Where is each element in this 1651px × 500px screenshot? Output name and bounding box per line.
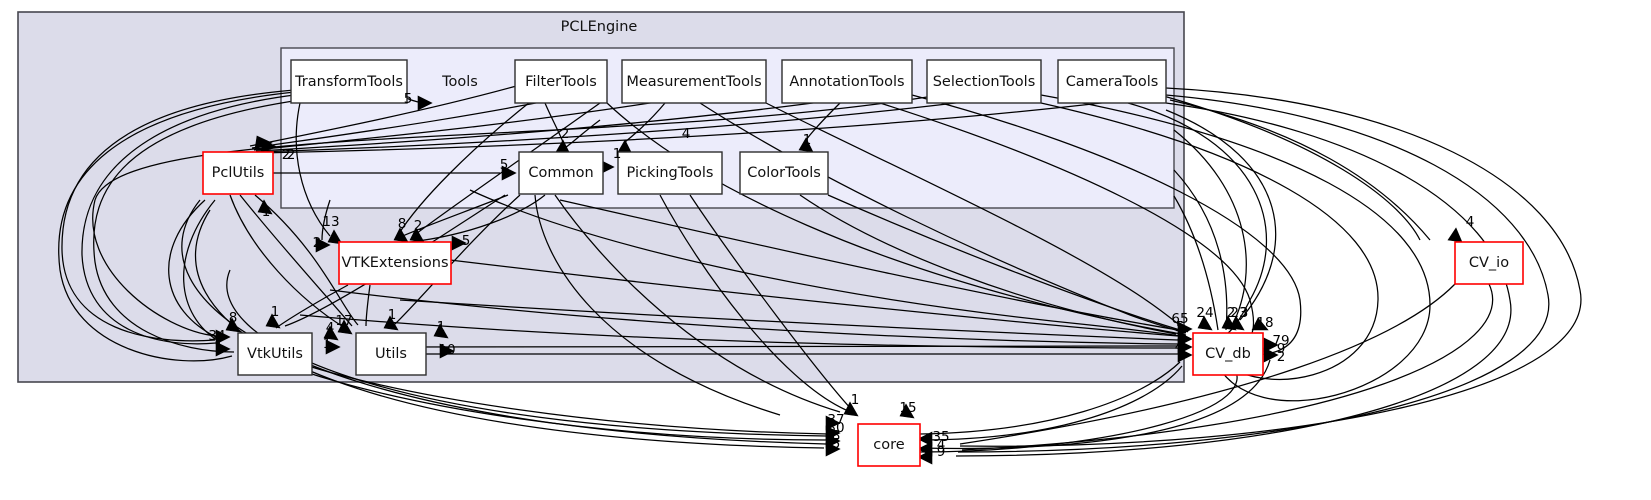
edge-weight-label: 4 bbox=[1466, 214, 1475, 230]
node-label-PclUtils: PclUtils bbox=[212, 165, 265, 181]
node-core[interactable]: core bbox=[857, 423, 921, 467]
node-PclUtils[interactable]: PclUtils bbox=[202, 151, 274, 195]
edge-weight-label: 1 bbox=[803, 132, 812, 148]
node-label-ColorTools: ColorTools bbox=[747, 165, 821, 181]
edge-weight-label: 79 bbox=[1272, 333, 1289, 349]
node-label-FilterTools: FilterTools bbox=[525, 74, 597, 90]
node-CV_db[interactable]: CV_db bbox=[1192, 332, 1264, 376]
edge-weight-label: 9 bbox=[1277, 341, 1286, 357]
node-Common[interactable]: Common bbox=[518, 151, 604, 195]
edge-weight-label: 4 bbox=[937, 437, 946, 453]
edge-weight-label: 2 bbox=[414, 218, 423, 234]
node-TransformTools[interactable]: TransformTools bbox=[290, 59, 408, 104]
edge-weight-label: 30 bbox=[827, 420, 844, 436]
arrowheads bbox=[215, 95, 1463, 465]
edge-weight-label: 5 bbox=[1176, 319, 1185, 335]
edge-weight-label: 5 bbox=[404, 91, 413, 107]
edge-weight-label: 5 bbox=[462, 233, 471, 249]
edge-weight-label: 37 bbox=[827, 412, 844, 428]
node-label-CV_db: CV_db bbox=[1205, 346, 1251, 362]
node-label-MeasurementTools: MeasurementTools bbox=[626, 74, 761, 90]
edge-weight-label: 23 bbox=[1230, 305, 1247, 321]
edge-weight-label: 4 bbox=[326, 320, 335, 336]
node-MeasurementTools[interactable]: MeasurementTools bbox=[621, 59, 767, 104]
edge-weight-label: 65 bbox=[1171, 311, 1188, 327]
node-PickingTools[interactable]: PickingTools bbox=[617, 151, 723, 195]
edge-weight-label: 1 bbox=[271, 304, 280, 320]
edge-weight-label: 1 bbox=[262, 204, 271, 220]
node-Utils[interactable]: Utils bbox=[355, 332, 427, 376]
edge-weight-label: 10 bbox=[438, 342, 455, 358]
cluster-label-tools: Tools bbox=[441, 74, 478, 90]
node-label-VTKExtensions: VTKExtensions bbox=[341, 255, 448, 271]
node-SelectionTools[interactable]: SelectionTools bbox=[926, 59, 1042, 104]
node-label-Utils: Utils bbox=[375, 346, 407, 362]
edge-weight-label: 5 bbox=[832, 436, 841, 452]
edge-weight-label: 8 bbox=[398, 216, 407, 232]
edge-weight-label: 34 bbox=[208, 328, 225, 344]
node-VTKExtensions[interactable]: VTKExtensions bbox=[338, 241, 452, 285]
node-label-VtkUtils: VtkUtils bbox=[247, 346, 303, 362]
node-AnnotationTools[interactable]: AnnotationTools bbox=[781, 59, 913, 104]
edge-weight-label: 1 bbox=[215, 337, 224, 353]
edge-weight-label: 1 bbox=[437, 319, 446, 335]
edge-weight-label: 2 bbox=[282, 147, 291, 163]
node-label-PickingTools: PickingTools bbox=[627, 165, 714, 181]
edge-weight-label: 17 bbox=[335, 313, 352, 329]
edge-weight-label: 3 bbox=[1240, 305, 1249, 321]
edge-weight-label: 4 bbox=[1175, 339, 1184, 355]
edge-weight-label: 7 bbox=[1175, 328, 1184, 344]
edge-weight-label: 2 bbox=[313, 235, 322, 251]
edge-weight-label: 2 bbox=[287, 147, 296, 163]
node-label-CameraTools: CameraTools bbox=[1066, 74, 1159, 90]
edge-weight-label: 35 bbox=[932, 429, 949, 445]
edge-weight-label: 1 bbox=[851, 392, 860, 408]
node-label-SelectionTools: SelectionTools bbox=[933, 74, 1036, 90]
node-CameraTools[interactable]: CameraTools bbox=[1057, 59, 1167, 104]
node-CV_io[interactable]: CV_io bbox=[1454, 241, 1524, 285]
node-label-AnnotationTools: AnnotationTools bbox=[789, 74, 904, 90]
node-FilterTools[interactable]: FilterTools bbox=[514, 59, 608, 104]
edge-weight-label: 8 bbox=[832, 428, 841, 444]
node-label-TransformTools: TransformTools bbox=[294, 74, 403, 90]
edge-weight-label: 8 bbox=[229, 310, 238, 326]
edge-weight-label: 18 bbox=[1256, 315, 1273, 331]
node-ColorTools[interactable]: ColorTools bbox=[739, 151, 829, 195]
edge-weight-label: 2 bbox=[561, 126, 570, 142]
edge-weight-label: 2 bbox=[1227, 305, 1236, 321]
edge-weight-label: 9 bbox=[937, 444, 946, 460]
node-label-Common: Common bbox=[528, 165, 593, 181]
cluster-label-pclengine: PCLEngine bbox=[561, 19, 638, 35]
edge-weight-label: 4 bbox=[682, 126, 691, 142]
edge-weight-label: 5 bbox=[500, 157, 509, 173]
edge-weight-label: 1 bbox=[613, 146, 622, 162]
node-label-core: core bbox=[873, 437, 904, 453]
edge-weight-label: 13 bbox=[322, 214, 339, 230]
edge-weight-label: 24 bbox=[1196, 305, 1213, 321]
edge-layer bbox=[58, 84, 1582, 465]
node-label-CV_io: CV_io bbox=[1469, 255, 1509, 271]
edge-weight-label: 15 bbox=[899, 400, 916, 416]
node-VtkUtils[interactable]: VtkUtils bbox=[237, 332, 313, 376]
edge-weight-label: 1 bbox=[388, 307, 397, 323]
edge-weight-label: 2 bbox=[1277, 349, 1286, 365]
edge-weight-label: 1 bbox=[323, 336, 332, 352]
